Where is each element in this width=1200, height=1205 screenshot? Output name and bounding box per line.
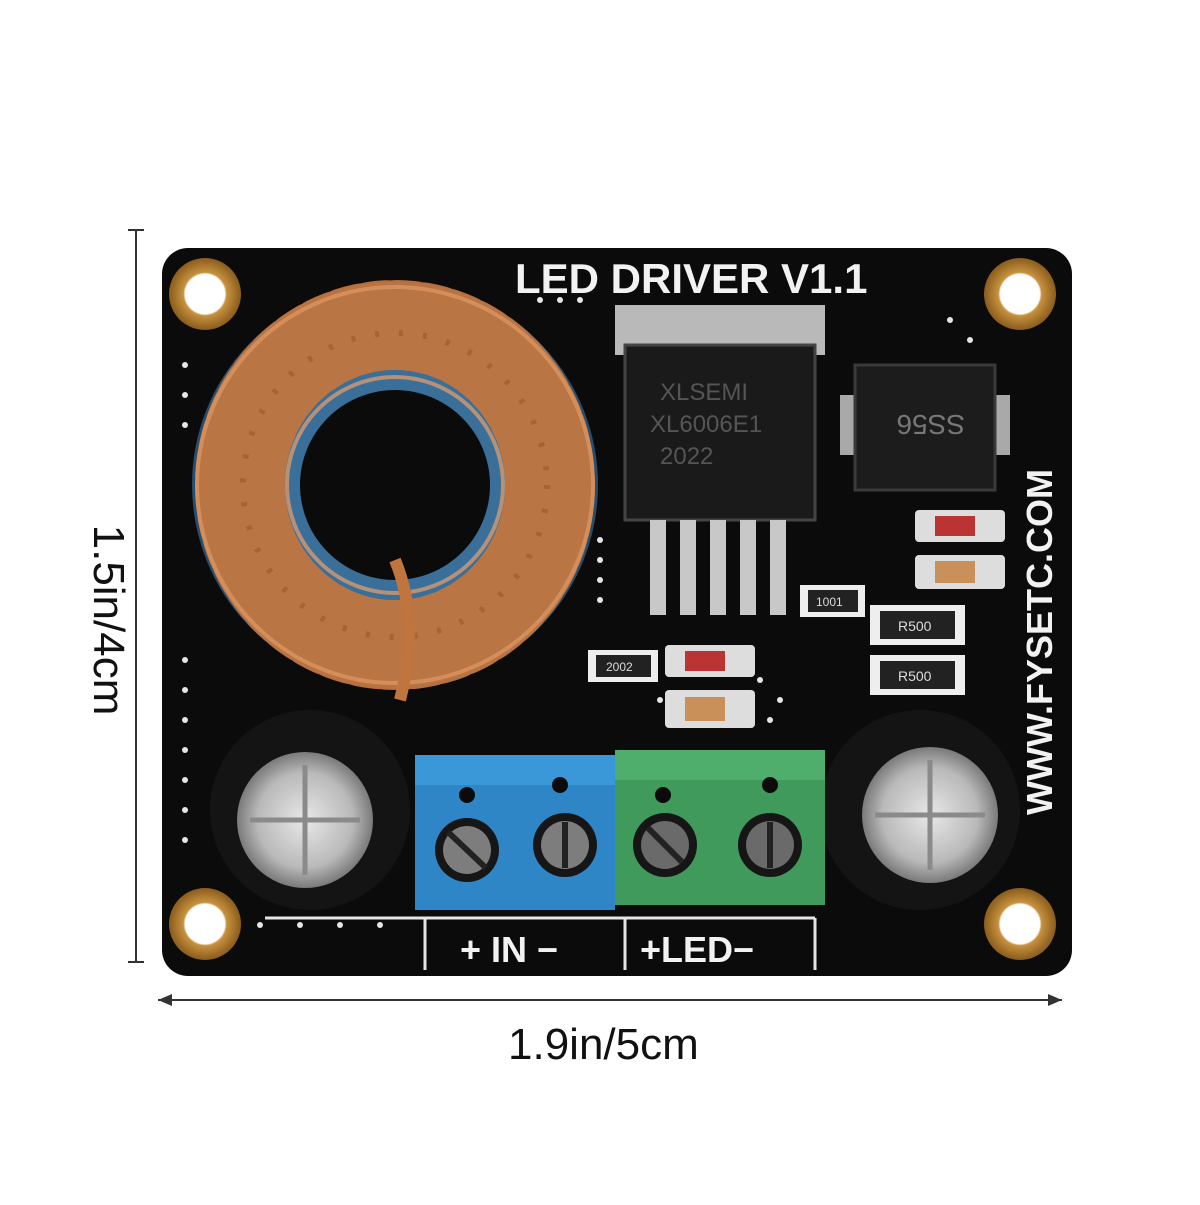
- schottky-diode: SS56: [840, 363, 1010, 492]
- output-capacitor: [820, 710, 1020, 910]
- output-terminal-block: [615, 750, 825, 905]
- ic-marking-1: XLSEMI: [660, 379, 748, 406]
- resistor-marking-r500-a: R500: [898, 618, 932, 634]
- height-dimension-line: [128, 229, 144, 963]
- smd-components: 1001 R500 R500 2002: [588, 510, 1005, 728]
- height-dimension-label: 1.5in/4cm: [84, 524, 133, 716]
- mounting-hole-bottom-right: [984, 888, 1056, 960]
- mounting-hole-top-right: [984, 258, 1056, 330]
- output-terminal-label: +LED−: [640, 929, 754, 970]
- input-terminal-block: [415, 755, 615, 910]
- resistor-marking-1001: 1001: [816, 595, 843, 609]
- diode-marking: SS56: [897, 409, 966, 440]
- ic-marking-2: XL6006E1: [650, 411, 762, 438]
- regulator-ic: XLSEMI XL6006E1 2022: [615, 305, 825, 615]
- toroid-inductor: [192, 280, 598, 702]
- input-capacitor: [210, 710, 410, 910]
- board-website: WWW.FYSETC.COM: [1019, 469, 1060, 815]
- input-terminal-label: + IN −: [460, 929, 558, 970]
- mounting-hole-bottom-left: [169, 888, 241, 960]
- mounting-hole-top-left: [169, 258, 241, 330]
- width-dimension-line: [158, 994, 1062, 1006]
- resistor-marking-r500-b: R500: [898, 668, 932, 684]
- ic-marking-3: 2022: [660, 443, 713, 470]
- resistor-marking-2002: 2002: [606, 660, 633, 674]
- width-dimension-label: 1.9in/5cm: [508, 1020, 699, 1069]
- terminal-label-frame: [265, 916, 817, 970]
- board-title: LED DRIVER V1.1: [515, 255, 867, 302]
